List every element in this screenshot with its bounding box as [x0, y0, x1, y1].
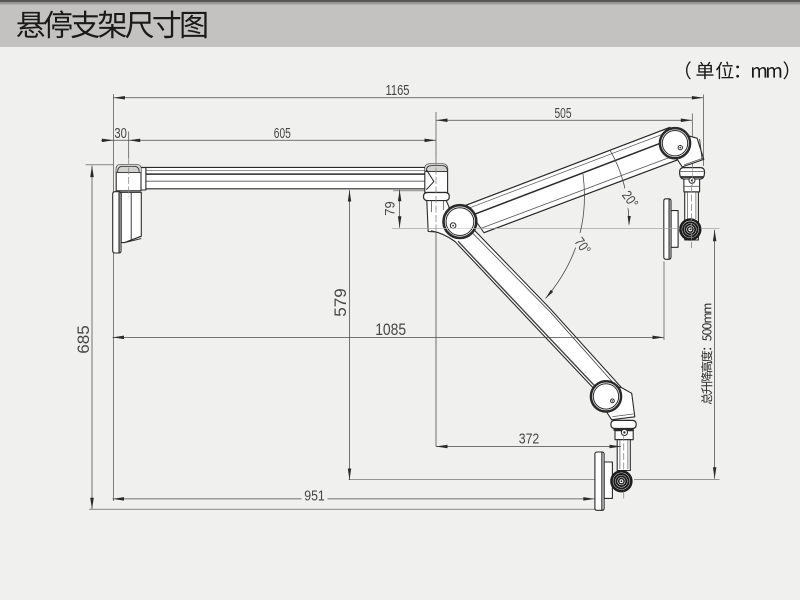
svg-text:1085: 1085 [375, 321, 406, 339]
svg-text:951: 951 [304, 487, 325, 504]
svg-text:605: 605 [274, 125, 291, 142]
svg-text:579: 579 [331, 288, 350, 317]
svg-text:372: 372 [519, 432, 540, 448]
svg-text:79: 79 [383, 201, 398, 216]
svg-text:1165: 1165 [386, 82, 410, 99]
svg-text:70°: 70° [571, 234, 594, 257]
svg-text:30: 30 [114, 125, 127, 142]
svg-text:685: 685 [74, 325, 93, 354]
svg-text:505: 505 [555, 105, 572, 122]
svg-text:20°: 20° [619, 188, 642, 211]
